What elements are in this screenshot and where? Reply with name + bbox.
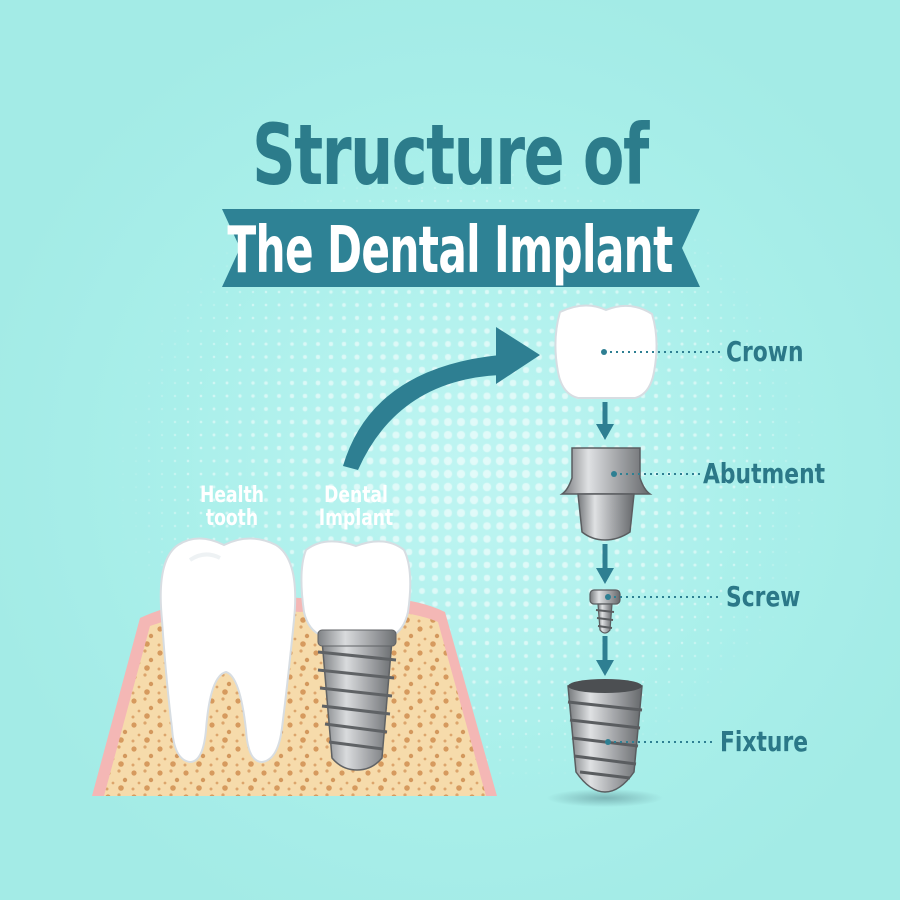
healthy-tooth-label: Health tooth (185, 484, 279, 530)
abutment-part (559, 447, 653, 541)
abutment-label: Abutment (703, 457, 826, 490)
crown-label: Crown (726, 335, 804, 368)
title-line-1: Structure of (252, 106, 649, 204)
screw-label: Screw (726, 580, 801, 613)
fixture-label: Fixture (720, 725, 809, 758)
dental-implant-label: Dental Implant (309, 484, 403, 530)
fixture-part (567, 679, 643, 793)
title-line-2: The Dental Implant (227, 214, 673, 288)
healthy-tooth-label-line-1: Health (200, 483, 264, 508)
dental-implant-label-line-1: Dental (324, 483, 388, 508)
dental-implant-label-line-2: Implant (318, 506, 394, 531)
healthy-tooth-label-line-2: tooth (205, 506, 259, 531)
